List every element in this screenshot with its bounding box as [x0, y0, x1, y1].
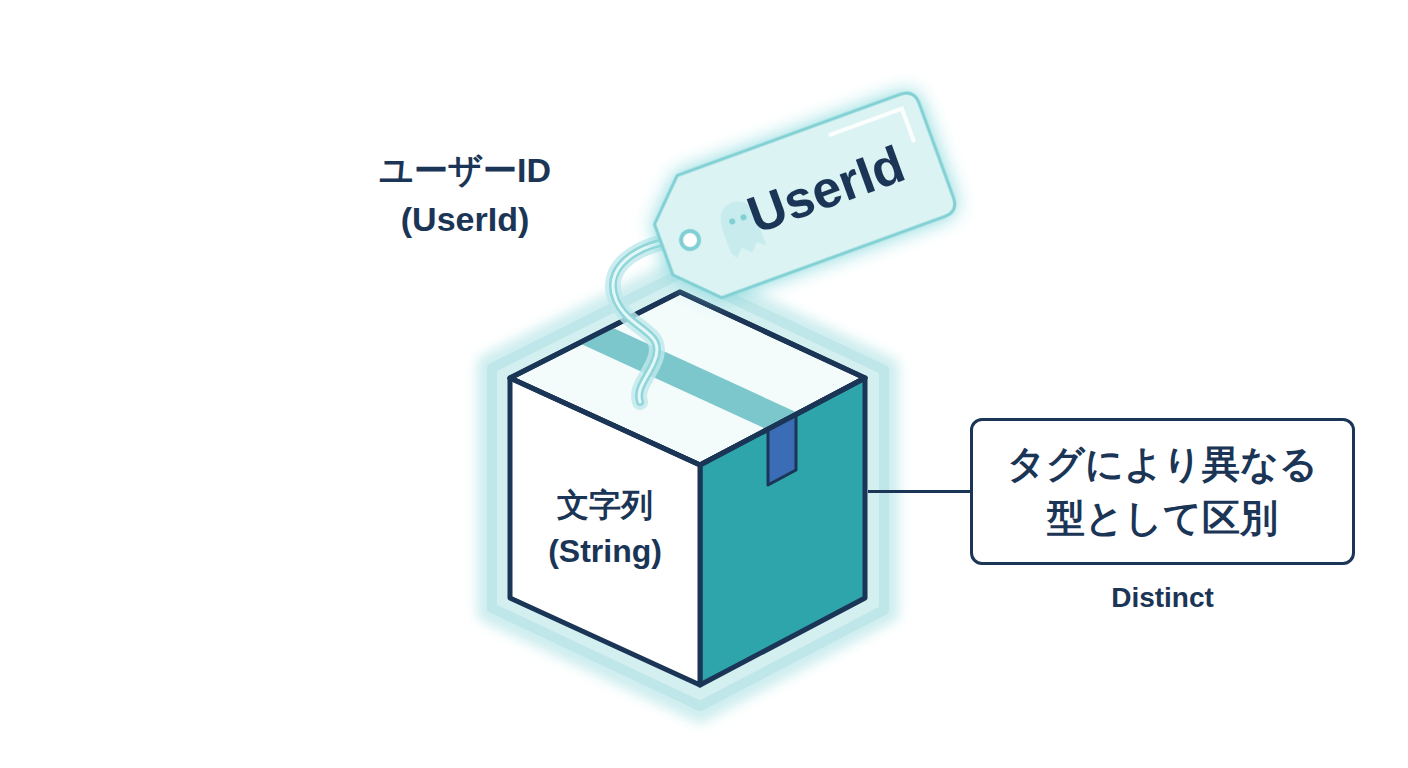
- ghost-eye: [728, 218, 736, 226]
- type-name-label: ユーザーID (UserId): [335, 146, 595, 245]
- callout-caption: Distinct: [970, 581, 1355, 615]
- tag-label: UserId: [740, 136, 912, 245]
- connector-line: [868, 490, 970, 493]
- type-tag: UserId: [642, 89, 959, 310]
- tag-hole: [679, 228, 702, 251]
- box-tape: [579, 327, 798, 429]
- front-face-area: 文字列 (String): [508, 290, 868, 688]
- callout-box: タグにより異なる 型として区別 Distinct: [970, 418, 1355, 621]
- ghost-eye: [740, 214, 748, 222]
- callout-text: タグにより異なる 型として区別: [993, 438, 1332, 544]
- string-box: 文字列 (String): [508, 290, 868, 688]
- cube-top-outline: [510, 292, 865, 465]
- callout-frame: タグにより異なる 型として区別: [970, 418, 1355, 565]
- box-label: 文字列 (String): [514, 482, 696, 575]
- cube-halo: [492, 274, 884, 706]
- tag-body: [642, 89, 959, 310]
- cube-glow: [488, 268, 888, 712]
